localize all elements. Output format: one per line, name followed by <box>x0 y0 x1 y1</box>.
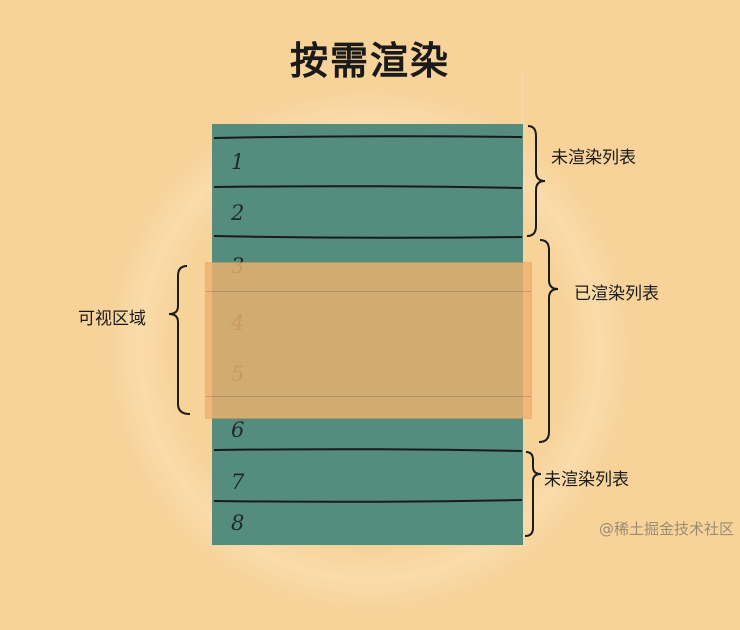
separator-line <box>213 448 523 452</box>
unrendered-top-label: 未渲染列表 <box>551 148 636 168</box>
viewport-separator <box>206 396 531 397</box>
separator-line <box>213 135 523 139</box>
list-item-8-label: 8 <box>231 511 245 535</box>
rendered-label: 已渲染列表 <box>574 284 659 304</box>
viewport-overlay <box>206 263 531 418</box>
separator-line <box>213 185 523 189</box>
brace-unrendered-bottom <box>524 451 542 537</box>
list-item-2-label: 2 <box>231 201 245 225</box>
list-separators <box>213 72 523 503</box>
watermark: @稀土掘金技术社区 <box>598 520 734 538</box>
brace-viewport <box>168 265 191 415</box>
viewport-label: 可视区域 <box>78 309 146 329</box>
list-item-7-label: 7 <box>231 470 245 494</box>
separator-line <box>213 235 523 239</box>
braces <box>168 125 559 537</box>
unrendered-bottom-label: 未渲染列表 <box>544 470 629 490</box>
list-item-1-label: 1 <box>231 150 245 174</box>
list-item-6-label: 6 <box>231 418 245 442</box>
separator-line <box>213 499 523 503</box>
brace-unrendered-top <box>526 125 546 237</box>
brace-rendered <box>538 239 559 443</box>
diagram-title: 按需渲染 <box>289 39 450 83</box>
viewport-separator <box>206 291 531 292</box>
